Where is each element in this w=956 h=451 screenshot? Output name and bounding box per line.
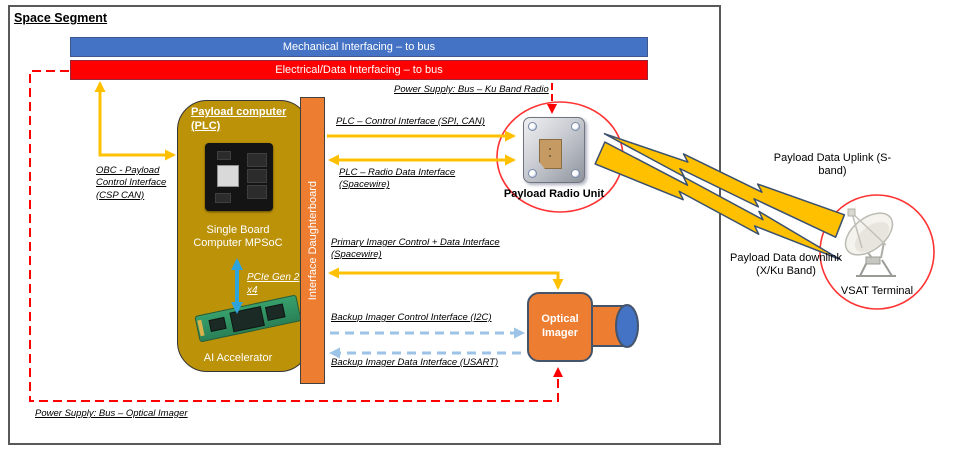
mounting-hole	[571, 169, 580, 178]
pcie-link-label: PCIe Gen 2 x4	[247, 272, 300, 296]
downlink-label: Payload Data downlink (X/Ku Band)	[730, 252, 842, 278]
electrical-interfacing-bar: Electrical/Data Interfacing – to bus	[70, 60, 648, 80]
antenna-feed-dot	[549, 155, 551, 157]
primary-imager-label: Primary Imager Control + Data Interface …	[331, 237, 500, 261]
vsat-terminal-label: VSAT Terminal	[840, 285, 914, 297]
payload-computer-title: Payload computer (PLC)	[191, 106, 287, 132]
edge-connector	[197, 319, 205, 337]
accelerator-chip	[265, 303, 286, 321]
uplink-label: Payload Data Uplink (S-band)	[773, 152, 892, 178]
power-imager-label: Power Supply: Bus – Optical Imager	[35, 408, 188, 419]
mounting-hole	[571, 122, 580, 131]
obc-control-label: OBC - Payload Control Interface (CSP CAN…	[96, 165, 167, 201]
power-radio-label: Power Supply: Bus – Ku Band Radio	[394, 84, 549, 95]
interface-daughterboard-bar: Interface Daughterboard	[300, 97, 325, 384]
accelerator-chip	[208, 316, 227, 332]
backup-imager-control-label: Backup Imager Control Interface (I2C)	[331, 312, 492, 323]
space-segment-title: Space Segment	[14, 11, 108, 25]
mechanical-interfacing-bar: Mechanical Interfacing – to bus	[70, 37, 648, 57]
plc-control-label: PLC – Control Interface (SPI, CAN)	[336, 116, 485, 127]
ai-accelerator-label: AI Accelerator	[203, 352, 273, 364]
single-board-computer-image	[205, 143, 273, 211]
memory-chip	[247, 169, 267, 183]
accelerator-chip	[229, 306, 265, 333]
optical-imager-label: Optical Imager	[541, 313, 579, 339]
antenna-feed-dot	[549, 148, 551, 150]
payload-radio-unit-image	[523, 117, 585, 183]
board-component	[217, 151, 231, 160]
memory-chip	[247, 185, 267, 199]
memory-chip	[247, 153, 267, 167]
backup-imager-data-label: Backup Imager Data Interface (USART)	[331, 357, 499, 368]
vsat-terminal-image	[844, 208, 896, 277]
sbc-label: Single Board Computer MPSoC	[193, 224, 283, 250]
interface-daughterboard-label: Interface Daughterboard	[306, 180, 319, 301]
mounting-hole	[528, 169, 537, 178]
mechanical-interfacing-label: Mechanical Interfacing – to bus	[282, 41, 436, 53]
board-component	[215, 193, 231, 203]
mounting-hole	[528, 122, 537, 131]
patch-antenna	[539, 139, 562, 169]
plc-radio-data-label: PLC – Radio Data Interface (Spacewire)	[339, 167, 456, 191]
electrical-interfacing-label: Electrical/Data Interfacing – to bus	[275, 64, 443, 76]
payload-radio-unit-label: Payload Radio Unit	[503, 188, 605, 200]
cpu-chip	[217, 165, 239, 187]
